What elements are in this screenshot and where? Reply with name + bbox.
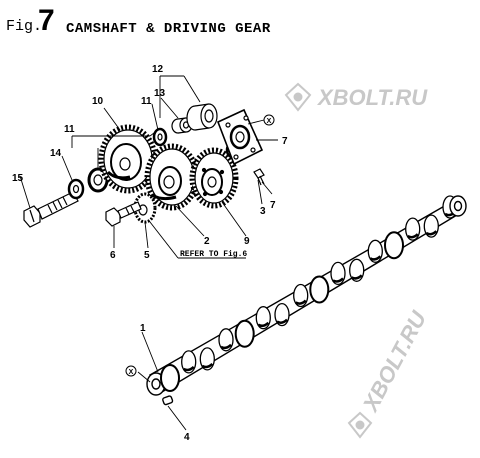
- bolt-6: [105, 201, 142, 227]
- watermark-text: XBOLT.RU: [357, 306, 432, 417]
- marker-x-top: X: [263, 114, 275, 126]
- camshaft-lobe-shadow: [295, 299, 307, 305]
- camshaft-lobe-shadow: [257, 321, 270, 328]
- callout-7: 7: [282, 136, 288, 147]
- callout-14: 14: [50, 148, 62, 159]
- marker-x-label: X: [129, 369, 134, 376]
- figure-prefix: Fig.: [6, 18, 43, 35]
- gear-9: [189, 147, 239, 209]
- callout-13: 13: [154, 88, 166, 99]
- callout-5: 5: [144, 250, 150, 261]
- figure-number: 7: [38, 4, 55, 37]
- thrust-washer-11: [152, 127, 168, 147]
- watermark-bottom: XBOLT.RU: [347, 306, 432, 439]
- callout-4: 4: [184, 432, 190, 443]
- leader-lines: [19, 75, 278, 431]
- callout-2: 2: [204, 236, 210, 247]
- callout-15: 15: [12, 173, 24, 184]
- camshaft-lobe-shadow: [351, 274, 363, 280]
- camshaft-journal: [309, 275, 330, 304]
- callout-11-upper: 11: [141, 96, 152, 107]
- camshaft-lobe-shadow: [201, 362, 214, 369]
- camshaft-lobe-shadow: [183, 365, 195, 372]
- camshaft-lobe-shadow: [425, 230, 438, 236]
- callout-3: 3: [260, 206, 266, 217]
- callout-10: 10: [92, 96, 104, 107]
- camshaft-lobe-shadow: [276, 318, 288, 324]
- bushing-12: [186, 103, 218, 131]
- camshaft-1: [146, 195, 467, 406]
- watermark-logo-icon: [284, 82, 312, 112]
- camshaft-lobe-shadow: [369, 255, 382, 261]
- plate-7: [216, 108, 264, 166]
- bolt-15: [23, 191, 79, 228]
- callout-11-left: 11: [64, 124, 75, 135]
- camshaft-lobe-shadow: [407, 233, 419, 239]
- callout-7-lower: 7: [270, 200, 276, 211]
- watermark-text: XBOLT.RU: [316, 85, 428, 110]
- callout-12: 12: [152, 64, 164, 75]
- marker-x-bottom: X: [125, 365, 137, 377]
- washer-14: [67, 178, 85, 200]
- callout-6: 6: [110, 250, 116, 261]
- refer-note: REFER TO Fig.6: [180, 250, 247, 259]
- figure-name: CAMSHAFT & DRIVING GEAR: [66, 21, 271, 37]
- camshaft-journal: [234, 319, 255, 348]
- idle-gear-2: [144, 143, 200, 211]
- callouts: 1 2 3 4 5 6 7 7 9 10 11 11 12 13 14 15 R…: [12, 64, 288, 443]
- watermark-top: XBOLT.RU: [284, 82, 428, 112]
- cam-gear-10: [98, 124, 158, 194]
- callout-9: 9: [244, 236, 250, 247]
- screw-3: [253, 168, 265, 186]
- marker-x-label: X: [267, 118, 272, 125]
- key-4: [162, 395, 174, 406]
- camshaft-lobe-shadow: [332, 277, 344, 283]
- camshaft-journal: [160, 364, 180, 392]
- camshaft-journal: [384, 231, 404, 260]
- callout-1: 1: [140, 323, 146, 334]
- camshaft-lobe-shadow: [220, 343, 232, 350]
- watermark-logo-icon: [347, 411, 373, 439]
